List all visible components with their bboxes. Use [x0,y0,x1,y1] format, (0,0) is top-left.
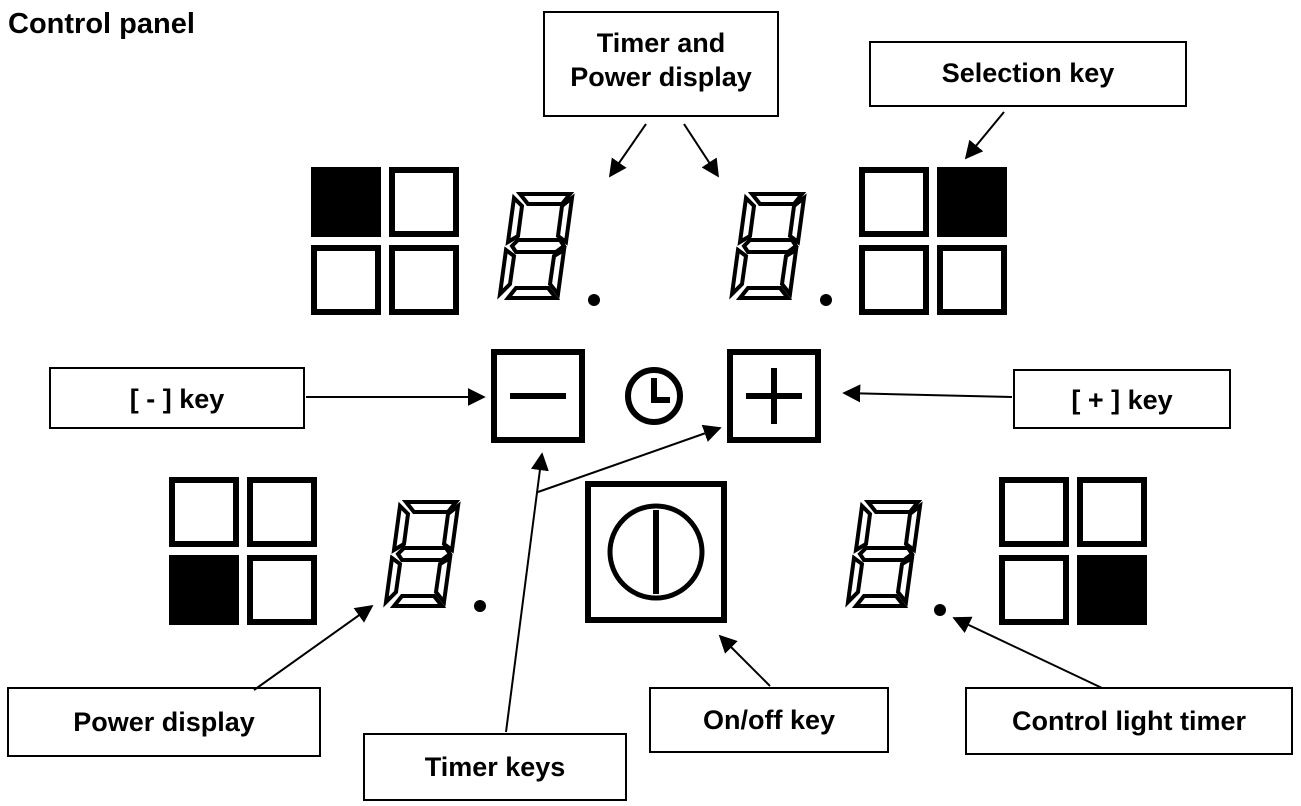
arrow-plus-key [842,384,1013,403]
display-rear-left [498,192,600,306]
callout-timer-power-display: Timer and Power display [543,11,779,117]
callout-selection-key: Selection key [869,41,1187,107]
arrow-timer-keys-plus [537,424,722,493]
clock-icon [625,367,683,425]
zone-selector-rear-left[interactable] [311,167,459,315]
svg-text:Selection key: Selection key [942,58,1115,88]
svg-text:Timer and: Timer and [597,28,726,58]
svg-text:On/off key: On/off key [703,705,835,735]
arrow-timer-keys-minus [505,452,549,733]
callout-control-light-timer: Control light timer [965,687,1293,755]
svg-text:Power display: Power display [570,62,752,92]
svg-text:[ + ] key: [ + ] key [1071,385,1172,415]
arrow-timer-display-right [683,123,719,178]
minus-key[interactable] [491,349,585,443]
leader-arrows [253,111,1103,733]
svg-text:Control light timer: Control light timer [1012,706,1246,736]
zone-selector-rear-right[interactable] [859,167,1007,315]
svg-text:Timer keys: Timer keys [425,752,566,782]
display-front-right [846,500,946,616]
page-title: Control panel [8,8,195,40]
plus-key[interactable] [727,349,821,443]
display-rear-right [730,192,832,306]
display-dot [820,294,832,306]
display-dot [588,294,600,306]
arrow-control-light-timer [952,616,1103,689]
plus-icon [746,368,802,424]
display-dot [474,600,486,612]
zone-selector-front-right[interactable] [999,477,1147,625]
callout-power-display: Power display [7,687,321,757]
arrow-selection-key [964,111,1005,160]
onoff-key[interactable] [585,481,727,623]
callout-plus-key: [ + ] key [1013,369,1231,429]
callout-minus-key: [ - ] key [49,367,305,429]
display-dot-control-light-timer [934,604,946,616]
callout-onoff-key: On/off key [649,687,889,753]
zone-selector-front-left[interactable] [169,477,317,625]
svg-text:Power display: Power display [73,707,255,737]
arrow-onoff-key [718,634,771,687]
svg-text:[ - ] key: [ - ] key [130,384,225,414]
arrow-power-display [253,604,374,691]
display-front-left [384,500,486,612]
arrow-timer-display-left [608,123,647,178]
callout-timer-keys: Timer keys [363,733,627,801]
power-icon [607,503,705,601]
